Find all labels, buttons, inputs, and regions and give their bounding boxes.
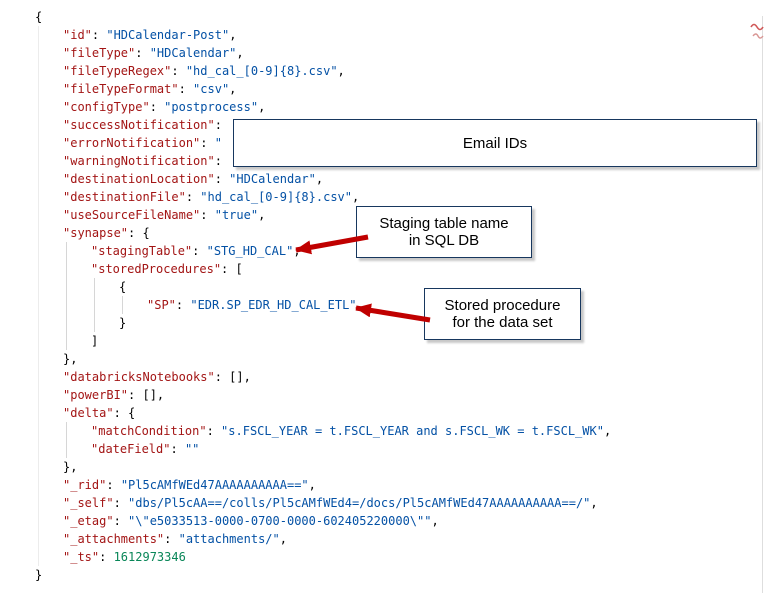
- code-line: "storedProcedures": [: [91, 262, 243, 276]
- indent-guide: [66, 242, 67, 350]
- callout-stored-procedure: Stored procedure for the data set: [424, 288, 581, 340]
- indent-guide: [66, 422, 67, 458]
- code-line: "databricksNotebooks": [],: [63, 370, 251, 384]
- code-line: "_attachments": "attachments/",: [63, 532, 287, 546]
- code-line: "_self": "dbs/Pl5cAA==/colls/Pl5cAMfWEd4…: [63, 496, 598, 510]
- code-line: "destinationLocation": "HDCalendar",: [63, 172, 324, 186]
- code-line: "configType": "postprocess",: [63, 100, 266, 114]
- code-line: "stagingTable": "STG_HD_CAL",: [91, 244, 301, 258]
- code-line: "powerBI": [],: [63, 388, 165, 402]
- code-line: {: [119, 280, 127, 294]
- callout-email-ids: Email IDs: [233, 119, 757, 167]
- code-line: },: [63, 352, 78, 366]
- code-line: "errorNotification": ": [63, 136, 222, 150]
- code-line: "SP": "EDR.SP_EDR_HD_CAL_ETL": [147, 298, 357, 312]
- error-marker-icon: [750, 23, 764, 39]
- code-line: "_ts": 1612973346: [63, 550, 186, 564]
- code-line: "matchCondition": "s.FSCL_YEAR = t.FSCL_…: [91, 424, 612, 438]
- code-line: }: [35, 568, 43, 582]
- code-line: "fileTypeRegex": "hd_cal_[0-9]{8}.csv",: [63, 64, 345, 78]
- callout-staging-table-label: Staging table name in SQL DB: [379, 215, 509, 249]
- indent-guide: [122, 296, 123, 314]
- code-lines: { "id": "HDCalendar-Post", "fileType": "HD…: [35, 8, 611, 584]
- callout-stored-procedure-label: Stored procedure for the data set: [444, 297, 561, 331]
- code-line: "warningNotification":: [63, 154, 222, 168]
- code-line: {: [35, 10, 43, 24]
- code-line: "successNotification":: [63, 118, 230, 132]
- code-line: },: [63, 460, 78, 474]
- code-line: "_rid": "Pl5cAMfWEd47AAAAAAAAAA==",: [63, 478, 316, 492]
- indent-guide: [38, 26, 39, 566]
- code-line: "id": "HDCalendar-Post",: [63, 28, 237, 42]
- code-line: "useSourceFileName": "true",: [63, 208, 266, 222]
- code-line: "destinationFile": "hd_cal_[0-9]{8}.csv"…: [63, 190, 360, 204]
- overview-ruler-scrollbar[interactable]: [762, 16, 763, 593]
- code-line: "delta": {: [63, 406, 136, 420]
- indent-guide: [94, 278, 95, 332]
- code-line: "fileTypeFormat": "csv",: [63, 82, 237, 96]
- code-line: "dateField": "": [91, 442, 200, 456]
- code-line: "fileType": "HDCalendar",: [63, 46, 244, 60]
- callout-email-ids-label: Email IDs: [462, 134, 528, 152]
- callout-staging-table: Staging table name in SQL DB: [356, 206, 532, 258]
- code-line: "synapse": {: [63, 226, 150, 240]
- code-line: }: [119, 316, 127, 330]
- code-line: ]: [91, 334, 99, 348]
- code-line: "_etag": "\"e5033513-0000-0700-0000-6024…: [63, 514, 439, 528]
